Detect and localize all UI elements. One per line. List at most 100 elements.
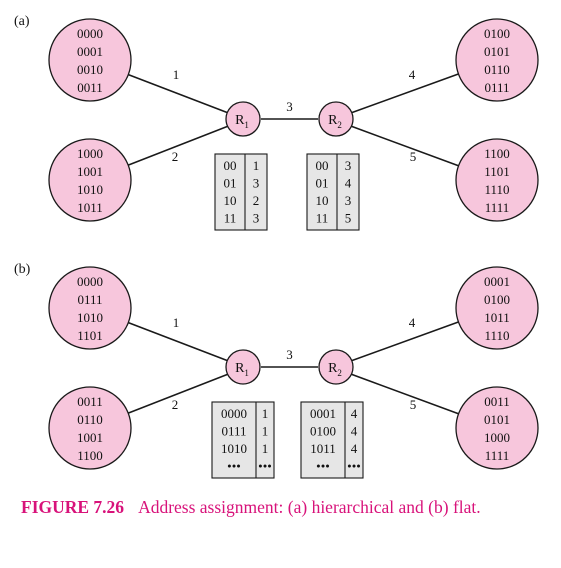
host-address: 0100 xyxy=(484,26,510,41)
table-cell-address: ••• xyxy=(316,459,330,474)
table-cell-address: 10 xyxy=(316,193,329,208)
host-address: 1111 xyxy=(485,448,510,463)
table-cell-address: 01 xyxy=(224,176,237,191)
link-label-top-right: 4 xyxy=(409,67,416,82)
table-cell-link: 3 xyxy=(253,176,260,191)
link-bottom-left xyxy=(126,124,232,167)
router-r2-label: R2 xyxy=(328,113,342,130)
host-address: 1011 xyxy=(484,310,510,325)
host-address: 0111 xyxy=(484,80,509,95)
table-cell-address: 0100 xyxy=(310,424,336,439)
caption-text: Address assignment: (a) hierarchical and… xyxy=(138,497,481,517)
table-cell-address: 01 xyxy=(316,176,329,191)
routing-table-r2 xyxy=(306,153,360,231)
table-cell-link: ••• xyxy=(347,459,361,474)
host-node-bottom-right xyxy=(455,138,539,222)
host-address: 1111 xyxy=(485,200,510,215)
router-r2-subscript: 2 xyxy=(337,368,342,378)
panel-label: (b) xyxy=(14,262,31,277)
table-cell-link: 5 xyxy=(345,211,352,226)
table-cell-address: 11 xyxy=(316,211,329,226)
host-address: 1101 xyxy=(77,328,103,343)
host-node-top-left xyxy=(48,266,132,350)
router-r1 xyxy=(225,349,261,385)
host-address: 1001 xyxy=(77,430,103,445)
router-r2 xyxy=(318,349,354,385)
router-r1-label: R1 xyxy=(235,113,249,130)
caption-number: FIGURE 7.26 xyxy=(21,497,125,517)
host-address: 0100 xyxy=(484,292,510,307)
table-cell-link: 4 xyxy=(351,441,358,456)
table-cell-link: 1 xyxy=(253,158,260,173)
host-address: 0111 xyxy=(77,292,102,307)
router-r2-label: R2 xyxy=(328,361,342,378)
host-address: 0011 xyxy=(77,394,103,409)
panel-label: (a) xyxy=(14,14,30,29)
host-address: 0000 xyxy=(77,274,103,289)
link-label-bottom-left: 2 xyxy=(172,397,179,412)
host-address: 0101 xyxy=(484,412,510,427)
link-bottom-right xyxy=(347,124,460,167)
table-cell-address: 1010 xyxy=(221,441,247,456)
host-address: 1110 xyxy=(484,182,509,197)
table-cell-link: 2 xyxy=(253,193,260,208)
table-cell-address: ••• xyxy=(227,459,241,474)
router-r1-subscript: 1 xyxy=(244,368,249,378)
host-node-top-right xyxy=(455,18,539,102)
table-cell-link: 3 xyxy=(345,193,352,208)
router-r1-label: R1 xyxy=(235,361,249,378)
router-r2-subscript: 2 xyxy=(337,120,342,130)
host-address: 0001 xyxy=(484,274,510,289)
link-top-left xyxy=(127,321,232,363)
host-address: 1010 xyxy=(77,310,103,325)
table-cell-link: 3 xyxy=(345,158,352,173)
link-label-top-left: 1 xyxy=(173,67,180,82)
table-cell-link: ••• xyxy=(258,459,272,474)
host-node-bottom-right xyxy=(455,386,539,470)
router-r2-name: R xyxy=(328,361,338,376)
router-r1-subscript: 1 xyxy=(244,120,249,130)
network-diagram: (a)1245300000001001000111000100110101011… xyxy=(14,14,539,479)
link-top-right xyxy=(347,320,460,363)
link-label-bottom-right: 5 xyxy=(410,397,417,412)
host-address: 1100 xyxy=(77,448,103,463)
host-address: 1000 xyxy=(77,146,103,161)
host-address: 0011 xyxy=(484,394,510,409)
host-node-top-left xyxy=(48,18,132,102)
host-address: 1010 xyxy=(77,182,103,197)
table-cell-link: 4 xyxy=(351,424,358,439)
host-address: 0001 xyxy=(77,44,103,59)
routing-table-r1 xyxy=(211,401,275,479)
table-cell-link: 4 xyxy=(351,406,358,421)
host-address: 1000 xyxy=(484,430,510,445)
table-cell-address: 00 xyxy=(316,158,329,173)
table-cell-link: 1 xyxy=(262,406,269,421)
figure-caption: FIGURE 7.26 Address assignment: (a) hiera… xyxy=(21,497,481,518)
host-address: 1100 xyxy=(484,146,510,161)
table-cell-address: 0000 xyxy=(221,406,247,421)
link-top-left xyxy=(127,73,232,115)
link-top-right xyxy=(347,72,460,115)
host-address: 1110 xyxy=(484,328,509,343)
routing-table-r1 xyxy=(214,153,268,231)
host-address: 1011 xyxy=(77,200,103,215)
link-label-bottom-left: 2 xyxy=(172,149,179,164)
table-cell-address: 0001 xyxy=(310,406,336,421)
table-cell-address: 10 xyxy=(224,193,237,208)
host-address: 0101 xyxy=(484,44,510,59)
link-label-bottom-right: 5 xyxy=(410,149,417,164)
link-bottom-right xyxy=(347,372,460,415)
table-cell-address: 1011 xyxy=(310,441,336,456)
host-address: 1101 xyxy=(484,164,510,179)
router-r2-name: R xyxy=(328,113,338,128)
host-address: 0110 xyxy=(77,412,103,427)
table-cell-address: 00 xyxy=(224,158,237,173)
link-label-center: 3 xyxy=(286,347,293,362)
table-cell-link: 3 xyxy=(253,211,260,226)
link-bottom-left xyxy=(126,372,232,415)
routing-table-r2 xyxy=(300,401,364,479)
router-r1-name: R xyxy=(235,113,245,128)
host-address: 1001 xyxy=(77,164,103,179)
router-r1-name: R xyxy=(235,361,245,376)
host-node-bottom-left xyxy=(48,386,132,470)
